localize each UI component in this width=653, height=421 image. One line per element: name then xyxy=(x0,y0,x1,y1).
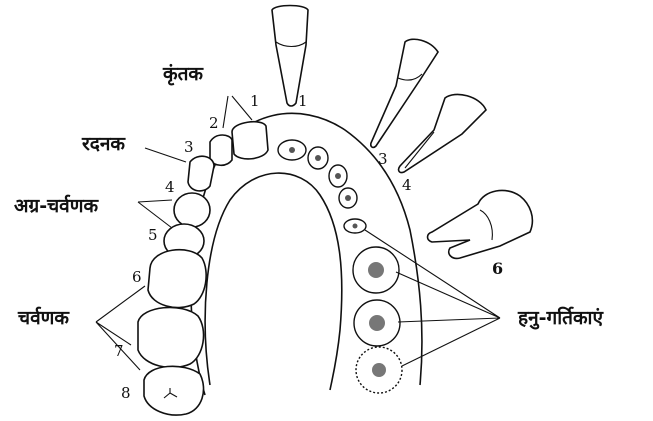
premolar-tooth-4 xyxy=(174,193,210,227)
canine-tooth-3 xyxy=(188,156,214,191)
canine-leader-line xyxy=(145,148,186,162)
isolated-molar-number: 6 xyxy=(492,259,503,278)
incisors-label: कृंतक xyxy=(162,63,204,86)
jaw-sockets-label: हनु-गर्तिकाएं xyxy=(517,306,604,330)
tooth-number-8: 8 xyxy=(121,384,131,402)
isolated-premolar-tooth xyxy=(399,94,486,172)
isolated-premolar-number: 4 xyxy=(402,176,412,194)
isolated-canine-tooth xyxy=(371,39,438,147)
isolated-canine-number: 3 xyxy=(378,150,388,168)
jaw-inner-outline xyxy=(205,173,342,390)
incisor-tooth-2 xyxy=(210,135,232,165)
tooth-number-2: 2 xyxy=(209,114,219,132)
molar-tooth-7 xyxy=(138,307,204,367)
incisor-tooth-1 xyxy=(232,122,268,159)
tooth-number-1: 1 xyxy=(250,92,260,110)
premolars-label: अग्र-चर्वणक xyxy=(14,194,99,217)
tooth-number-6: 6 xyxy=(132,268,142,286)
canine-label: रदनक xyxy=(81,133,126,155)
tooth-number-5: 5 xyxy=(148,226,158,244)
tooth-number-7: 7 xyxy=(114,342,124,360)
premolar-leader-lines xyxy=(138,200,172,228)
molar-tooth-6 xyxy=(148,250,206,308)
molar-tooth-8 xyxy=(144,366,204,415)
isolated-incisor-number: 1 xyxy=(298,92,308,110)
tooth-number-3: 3 xyxy=(184,138,194,156)
isolated-incisor-tooth xyxy=(272,6,308,107)
molars-label: चर्वणक xyxy=(17,306,70,329)
tooth-number-4: 4 xyxy=(165,178,175,196)
isolated-molar-tooth xyxy=(428,190,533,258)
